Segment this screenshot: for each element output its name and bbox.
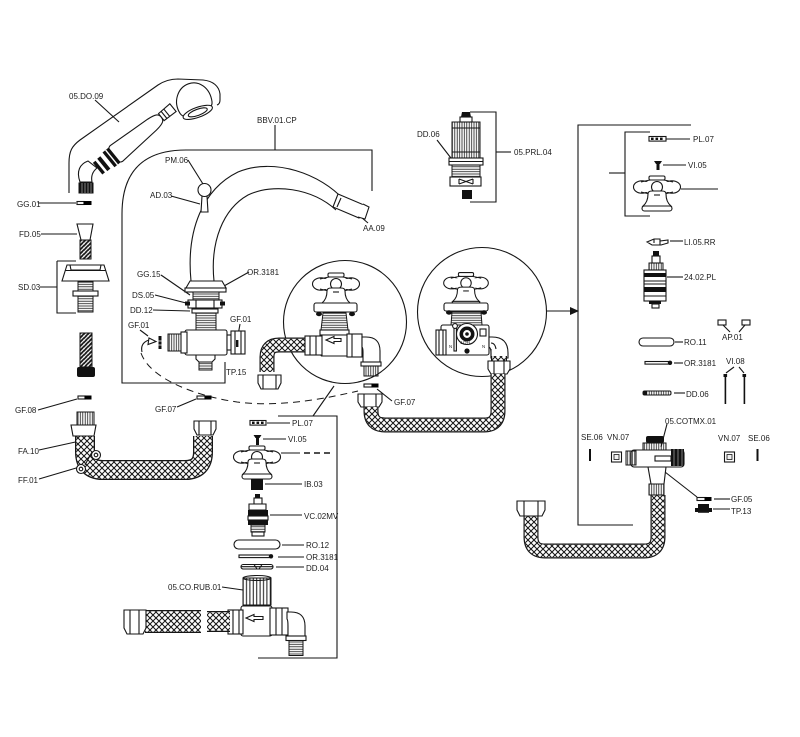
svg-text:05.PRL.04: 05.PRL.04 [514, 148, 552, 157]
svg-text:GF.01: GF.01 [128, 321, 150, 330]
svg-text:GF.07: GF.07 [155, 405, 177, 414]
svg-text:N: N [449, 344, 452, 349]
svg-text:05.DO.09: 05.DO.09 [69, 92, 104, 101]
svg-text:GG.01: GG.01 [17, 200, 41, 209]
svg-text:GF.08: GF.08 [15, 406, 37, 415]
svg-text:SE.06: SE.06 [581, 433, 603, 442]
svg-text:DS.05: DS.05 [132, 291, 155, 300]
svg-text:OR.3181: OR.3181 [306, 553, 339, 562]
svg-text:AP.01: AP.01 [722, 333, 743, 342]
svg-text:FF.01: FF.01 [18, 476, 39, 485]
svg-text:RO.11: RO.11 [684, 338, 707, 347]
svg-text:PM.06: PM.06 [165, 156, 189, 165]
svg-text:VC.02MV: VC.02MV [304, 512, 339, 521]
svg-text:SE.06: SE.06 [748, 434, 770, 443]
svg-text:LI.05.RR: LI.05.RR [684, 238, 716, 247]
svg-text:GF.01: GF.01 [230, 315, 252, 324]
svg-text:FD.05: FD.05 [19, 230, 41, 239]
svg-text:FA.10: FA.10 [18, 447, 39, 456]
svg-text:DD.06: DD.06 [417, 130, 440, 139]
svg-text:VN.07: VN.07 [607, 433, 630, 442]
svg-text:VI.05: VI.05 [288, 435, 307, 444]
svg-text:AD.03: AD.03 [150, 191, 173, 200]
svg-text:GF.07: GF.07 [394, 398, 416, 407]
svg-text:05.CO.RUB.01: 05.CO.RUB.01 [168, 583, 222, 592]
svg-text:DD.04: DD.04 [306, 564, 329, 573]
svg-text:HOT: HOT [460, 340, 470, 345]
svg-text:IB.03: IB.03 [304, 480, 323, 489]
svg-text:DD.06: DD.06 [686, 390, 709, 399]
svg-text:GF.05: GF.05 [731, 495, 753, 504]
svg-text:05.COTMX.01: 05.COTMX.01 [665, 417, 717, 426]
svg-text:TP.13: TP.13 [731, 507, 752, 516]
svg-text:VI.05: VI.05 [688, 161, 707, 170]
svg-text:RO.12: RO.12 [306, 541, 330, 550]
svg-text:PL.07: PL.07 [292, 419, 313, 428]
svg-text:VI.08: VI.08 [726, 357, 745, 366]
svg-text:GG.15: GG.15 [137, 270, 161, 279]
svg-text:OR.3181: OR.3181 [247, 268, 280, 277]
svg-text:DD.12: DD.12 [130, 306, 153, 315]
svg-text:PL.07: PL.07 [693, 135, 714, 144]
svg-text:AA.09: AA.09 [363, 224, 385, 233]
svg-text:BBV.01.CP: BBV.01.CP [257, 116, 297, 125]
svg-text:TP.15: TP.15 [226, 368, 247, 377]
svg-text:VN.07: VN.07 [718, 434, 741, 443]
svg-text:24.02.PL: 24.02.PL [684, 273, 717, 282]
svg-text:N: N [482, 344, 485, 349]
svg-text:OR.3181: OR.3181 [684, 359, 717, 368]
svg-text:SD.03: SD.03 [18, 283, 41, 292]
